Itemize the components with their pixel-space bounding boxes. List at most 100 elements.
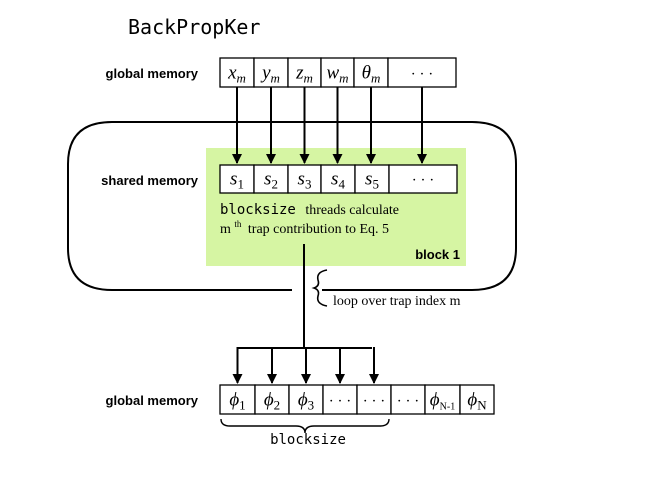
global-bottom-cell: ϕ1 xyxy=(219,384,256,415)
store-arrows xyxy=(232,347,379,384)
global-bottom-cell-box xyxy=(459,384,495,415)
loop-brace xyxy=(311,269,328,307)
global-top-cell: wm xyxy=(320,57,355,88)
shared-cell-symbol: s xyxy=(230,169,237,190)
global-top-cell-box xyxy=(287,57,322,88)
shared-cell-label: · · · xyxy=(412,173,435,189)
global-top-cell-box xyxy=(253,57,289,88)
global-top-cell: xm xyxy=(219,57,255,88)
shared-cell: s2 xyxy=(253,164,289,194)
global-bottom-cell-label: ϕ3 xyxy=(298,389,314,412)
global-bottom-cell-label: · · · xyxy=(363,393,386,409)
block-label: block 1 xyxy=(415,247,460,262)
shared-cell: s1 xyxy=(219,164,255,194)
global-bottom-cell-subscript: N-1 xyxy=(440,401,456,412)
global-bottom-cell-symbol: ϕ xyxy=(264,389,274,410)
global-bottom-cell-symbol: · · · xyxy=(329,393,352,409)
global-top-cell-subscript: m xyxy=(339,70,348,85)
shared-cell: s4 xyxy=(320,164,356,194)
shared-cell-subscript: 1 xyxy=(237,177,244,192)
shared-cell: s5 xyxy=(354,164,390,194)
block-description-line2: m th trap contribution to Eq. 5 xyxy=(220,216,389,237)
global-bottom-cell-subscript: N xyxy=(477,397,487,412)
global-bottom-cell-label: · · · xyxy=(397,393,420,409)
shared-cell: · · · xyxy=(388,164,458,194)
global-top-cell-symbol: x xyxy=(227,62,237,83)
global-memory-top-label: global memory xyxy=(106,66,199,81)
shared-cell-label: s1 xyxy=(230,169,244,192)
global-top-cell-box xyxy=(387,57,457,88)
global-top-cell-label: θm xyxy=(362,62,381,85)
global-bottom-cell: ϕN xyxy=(459,384,495,415)
global-top-cell-box xyxy=(353,57,389,88)
global-bottom-cell-box xyxy=(424,384,461,415)
global-bottom-cell: ϕN-1 xyxy=(424,384,461,415)
global-bottom-cell-box xyxy=(288,384,324,415)
shared-cell-label: s3 xyxy=(298,169,312,192)
global-bottom-cell-symbol: ϕ xyxy=(430,389,440,410)
shared-cell-box xyxy=(354,164,390,194)
global-top-cell-label: xm xyxy=(227,62,246,85)
block-description-superscript: th xyxy=(234,219,242,229)
global-top-cell-subscript: m xyxy=(271,70,280,85)
global-bottom-cell-box xyxy=(254,384,290,415)
block-description-m: m xyxy=(220,222,231,237)
global-bottom-cell-label: · · · xyxy=(329,393,352,409)
global-bottom-cell-subscript: 3 xyxy=(308,397,315,412)
block-description-line2-rest: trap contribution to Eq. 5 xyxy=(248,222,389,237)
global-bottom-cell: · · · xyxy=(356,384,392,415)
global-bottom-cell-subscript: 1 xyxy=(239,397,246,412)
shared-cell-label: s2 xyxy=(264,169,278,192)
global-bottom-cell-box xyxy=(356,384,392,415)
shared-cell: s3 xyxy=(287,164,322,194)
blocksize-code: blocksize xyxy=(220,202,296,218)
diagram-title: BackPropKer xyxy=(128,15,260,39)
block-description-line1: blocksize threads calculate xyxy=(220,202,399,218)
global-top-cell-symbol: · · · xyxy=(411,66,434,82)
shared-cell-box xyxy=(388,164,458,194)
shared-cell-label: s4 xyxy=(331,169,345,192)
global-top-cell-label: zm xyxy=(295,62,313,85)
blocksize-brace xyxy=(220,418,390,434)
global-bottom-cell: · · · xyxy=(322,384,358,415)
global-bottom-cell-label: ϕN xyxy=(467,389,487,412)
global-top-cell-subscript: m xyxy=(237,70,246,85)
shared-cell-box xyxy=(320,164,356,194)
shared-cell-subscript: 4 xyxy=(338,177,345,192)
global-top-cell: ym xyxy=(253,57,289,88)
shared-cell-symbol: s xyxy=(298,169,305,190)
global-bottom-cell-symbol: · · · xyxy=(363,393,386,409)
global-top-cell: · · · xyxy=(387,57,457,88)
shared-cell-symbol: s xyxy=(264,169,271,190)
global-top-cell-label: · · · xyxy=(411,66,434,82)
shared-cell-box xyxy=(219,164,255,194)
global-bottom-cell: · · · xyxy=(390,384,426,415)
load-arrows xyxy=(232,87,427,164)
shared-cell-symbol: · · · xyxy=(412,173,435,189)
global-top-cell-label: ym xyxy=(260,62,280,85)
global-top-cell: θm xyxy=(353,57,389,88)
global-bottom-cell-symbol: ϕ xyxy=(467,389,477,410)
global-top-cell-subscript: m xyxy=(304,70,313,85)
global-top-cell-symbol: w xyxy=(326,62,339,83)
shared-cell-subscript: 2 xyxy=(271,177,278,192)
global-top-cell-symbol: y xyxy=(260,62,271,83)
global-top-cell-subscript: m xyxy=(371,70,380,85)
shared-cell-symbol: s xyxy=(331,169,338,190)
shared-cell-label: s5 xyxy=(365,169,379,192)
global-bottom-cell: ϕ2 xyxy=(254,384,290,415)
global-bottom-cell-label: ϕ2 xyxy=(264,389,280,412)
global-bottom-cell-label: ϕN-1 xyxy=(430,389,455,412)
global-top-cell: zm xyxy=(287,57,322,88)
shared-cell-subscript: 3 xyxy=(305,177,312,192)
global-top-cell-symbol: θ xyxy=(362,62,371,83)
global-top-cell-symbol: z xyxy=(295,62,304,83)
shared-cell-symbol: s xyxy=(365,169,372,190)
global-bottom-cell-subscript: 2 xyxy=(274,397,281,412)
global-top-cell-label: wm xyxy=(326,62,348,85)
global-memory-bottom-label: global memory xyxy=(106,393,199,408)
